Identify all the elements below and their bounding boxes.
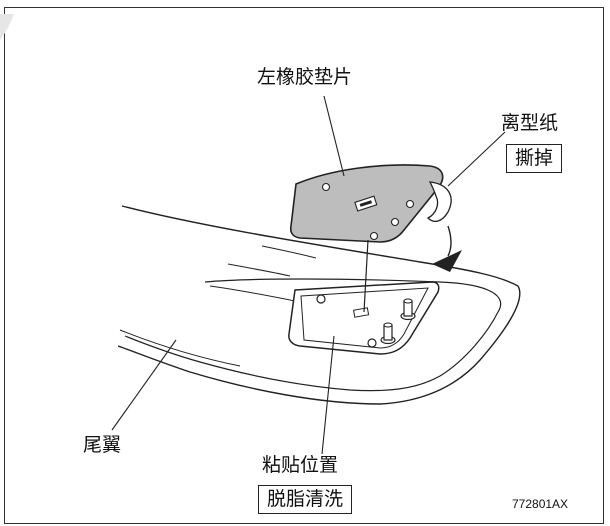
pad-hole	[405, 199, 415, 209]
pad-slot	[354, 195, 378, 212]
peel-arrow-stem	[447, 225, 452, 257]
label-spoiler: 尾翼	[83, 434, 122, 456]
label-degrease-clean: 脱脂清洗	[258, 485, 353, 514]
stud-bolt	[400, 298, 416, 321]
spoiler-top-edge	[121, 205, 519, 287]
bonding-area	[288, 281, 440, 355]
center-slot	[353, 307, 370, 318]
label-peel-off: 撕掉	[506, 144, 563, 173]
diagram-frame	[4, 7, 604, 524]
bonding-area-inner	[300, 287, 429, 349]
pad-hole	[369, 231, 379, 241]
spoiler-contour-line	[227, 263, 291, 277]
stud-bolt	[380, 322, 396, 345]
pad-hole	[390, 217, 400, 227]
leader-bonding-position	[321, 335, 335, 455]
figure-code: 772801AX	[512, 497, 569, 511]
spoiler-outer-rim	[117, 285, 521, 405]
leader-release-paper	[447, 131, 506, 187]
release-paper-curl	[426, 181, 452, 223]
label-left-rubber-pad: 左橡胶垫片	[257, 66, 353, 88]
pad-hole	[321, 182, 331, 192]
mounting-hole	[367, 338, 377, 348]
mounting-hole	[316, 294, 326, 304]
spoiler-contour-line	[119, 329, 241, 367]
label-release-paper: 离型纸	[501, 112, 559, 134]
alignment-line	[363, 239, 369, 313]
label-bonding-position: 粘贴位置	[262, 454, 339, 476]
spoiler-inner-rim	[124, 278, 502, 392]
corner-mark	[0, 14, 14, 40]
leader-spoiler	[111, 339, 177, 431]
leader-left-rubber-pad	[323, 95, 345, 177]
spoiler-contour-line	[209, 285, 301, 303]
spoiler-contour-line	[261, 245, 317, 259]
peel-arrow-head	[432, 250, 462, 272]
